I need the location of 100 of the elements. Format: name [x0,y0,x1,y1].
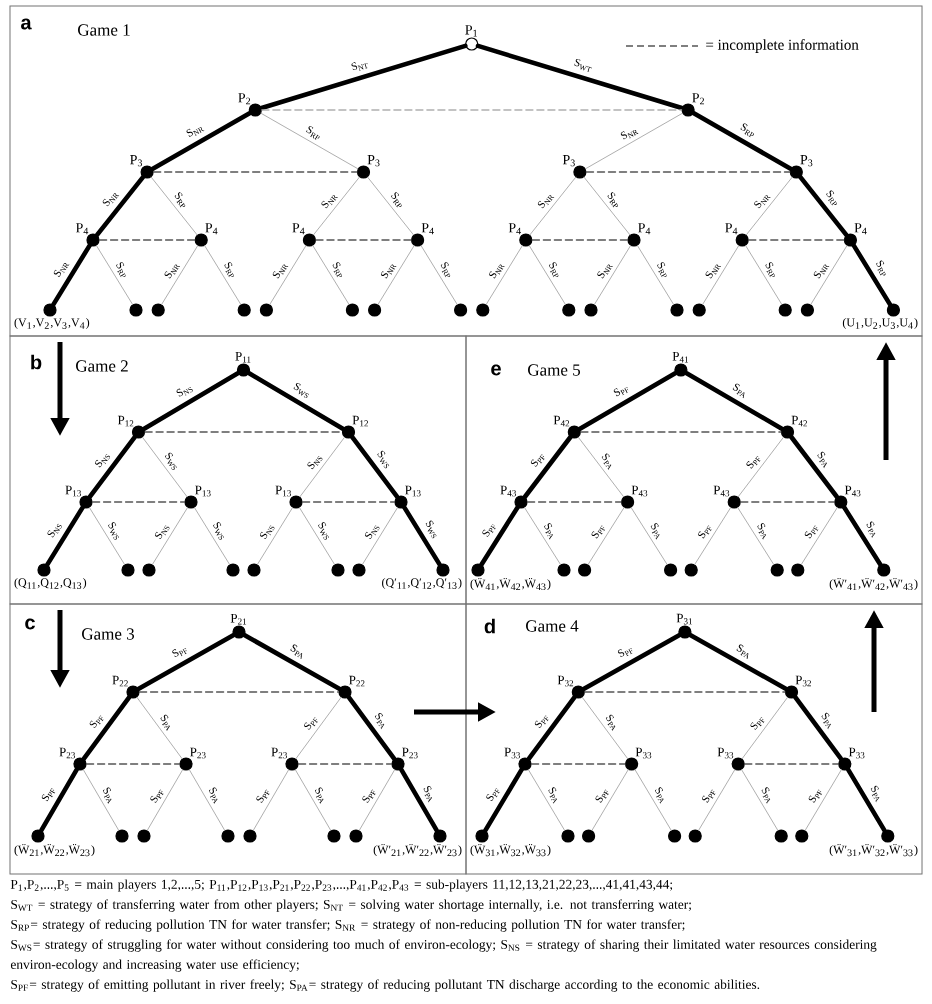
branch-line [479,505,520,567]
information-set-line [530,763,626,765]
terminal-node [137,829,151,843]
terminal-node [221,829,235,843]
game-title: Game 3 [82,628,134,640]
branch-line [246,371,346,431]
terminal-node [774,829,788,843]
branch-line [737,436,784,498]
terminal-node [668,829,682,843]
branch-line [294,769,332,831]
terminal-node [368,303,382,317]
branch-line [94,174,146,238]
branch-line [51,243,92,307]
terminal-node [129,303,143,317]
terminal-node [584,303,598,317]
branch-line [96,245,133,305]
terminal-node [142,563,156,577]
terminal-node [688,829,702,843]
branch-line [583,176,631,236]
branch-line [299,436,345,498]
branch-line [691,111,793,171]
terminal-node [561,829,575,843]
branch-line [684,371,785,431]
terminal-node [331,563,345,577]
branch-line [420,245,458,305]
branch-line [204,245,242,305]
terminal-node [791,563,805,577]
terminal-node [454,303,468,317]
information-set-line [744,763,839,765]
game-panel [9,335,467,605]
branch-line [141,371,241,431]
panel-letter: a [21,18,32,30]
branch-line [367,176,414,236]
branch-line [136,696,183,760]
terminal-node [684,563,698,577]
branch-line [529,176,577,236]
branch-line [485,245,523,305]
branch-line [161,245,199,305]
branch-line [804,769,842,831]
branch-line [745,176,793,236]
terminal-node [151,303,165,317]
branch-line [528,245,566,305]
information-set-line [98,239,196,241]
branch-line [688,632,789,692]
branch-line [152,507,188,565]
information-set-line [531,239,629,241]
branch-line [260,112,359,170]
branch-line [89,507,125,565]
branch-line [257,507,293,565]
information-set-line [748,239,845,241]
terminal-node [237,303,251,317]
branch-line [313,176,360,236]
branch-line [798,174,849,238]
terminal-node [259,303,273,317]
branch-line [82,769,120,831]
branch-line [581,696,629,760]
branch-line [594,245,631,305]
branch-line [800,507,838,565]
branch-line [810,245,848,305]
information-set-line [585,171,791,173]
terminal-node [247,563,261,577]
terminal-node [795,829,809,843]
branch-line [698,769,736,831]
terminal-node [670,303,684,317]
branch-line [194,507,230,565]
branch-line [346,695,397,761]
branch-line [136,632,236,692]
branch-line [146,769,184,831]
information-set-line [301,501,396,503]
game-panel [465,335,923,605]
information-set-line [85,763,181,765]
branch-line [637,245,674,305]
terminal-node [345,303,359,317]
information-set-line [740,501,835,503]
information-set-line [315,239,412,241]
terminal-node [562,303,576,317]
branch-line [242,632,342,692]
branch-line [630,507,668,565]
terminal-node [692,303,706,317]
terminal-node [664,563,678,577]
branch-line [741,696,788,760]
branch-line [524,507,561,565]
terminal-node [557,563,571,577]
branch-line [585,112,683,170]
branch-line [522,434,573,500]
branch-line [702,245,740,305]
branch-line [789,434,840,500]
branch-line [737,507,775,565]
terminal-node [349,829,363,843]
branch-line [793,695,844,761]
branch-line [483,767,524,833]
branch-line [188,769,226,831]
terminal-node [327,829,341,843]
terminal-node [578,563,592,577]
panel-letter: d [484,618,495,634]
branch-line [81,695,132,761]
game-title: Game 5 [528,364,580,376]
branch-line [745,245,783,305]
information-set-line [297,763,393,765]
information-set-line [584,691,786,693]
